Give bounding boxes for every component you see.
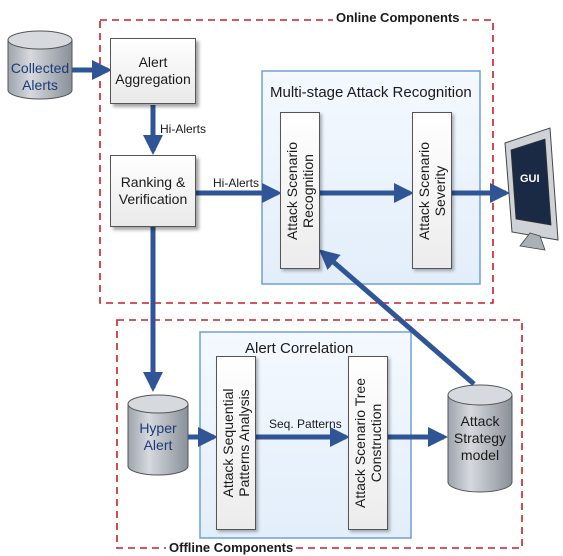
correlation-group-title: Alert Correlation xyxy=(245,340,354,357)
edge-label-hi-alerts-1: Hi-Alerts xyxy=(160,122,207,136)
attack-scenario-recognition-box: Attack Scenario Recognition xyxy=(280,112,320,269)
offline-region xyxy=(116,319,523,549)
online-region xyxy=(99,19,494,304)
hyper-alert-cylinder xyxy=(127,394,189,476)
collected-alerts-cylinder xyxy=(7,30,73,100)
multistage-group-title: Multi-stage Attack Recognition xyxy=(270,84,472,101)
gui-label: GUI xyxy=(520,173,540,185)
ranking-verification-box: Ranking & Verification xyxy=(110,155,196,227)
collected-alerts-label: Collected Alerts xyxy=(10,60,70,93)
strategy-model-cylinder xyxy=(447,384,513,493)
online-components-title: Online Components xyxy=(333,10,463,25)
gui-monitor-icon xyxy=(504,127,559,251)
edge-label-seq-patterns: Seq. Patterns xyxy=(269,417,342,431)
edge-label-hi-alerts-2: Hi-Alerts xyxy=(213,176,260,190)
strategy-model-label: Attack Strategy model xyxy=(453,413,507,463)
arrow-strategy-to-asr xyxy=(318,249,476,386)
offline-components-title: Offline Components xyxy=(166,540,297,555)
attack-scenario-severity-box: Attack Scenario Severity xyxy=(412,112,452,269)
attack-sequential-patterns-box: Attack Sequential Patterns Analysis xyxy=(216,356,256,530)
attack-scenario-tree-box: Attack Scenario Tree Construction xyxy=(348,356,388,530)
hyper-alert-label: Hyper Alert xyxy=(139,420,177,453)
alert-aggregation-box: Alert Aggregation xyxy=(110,38,196,104)
